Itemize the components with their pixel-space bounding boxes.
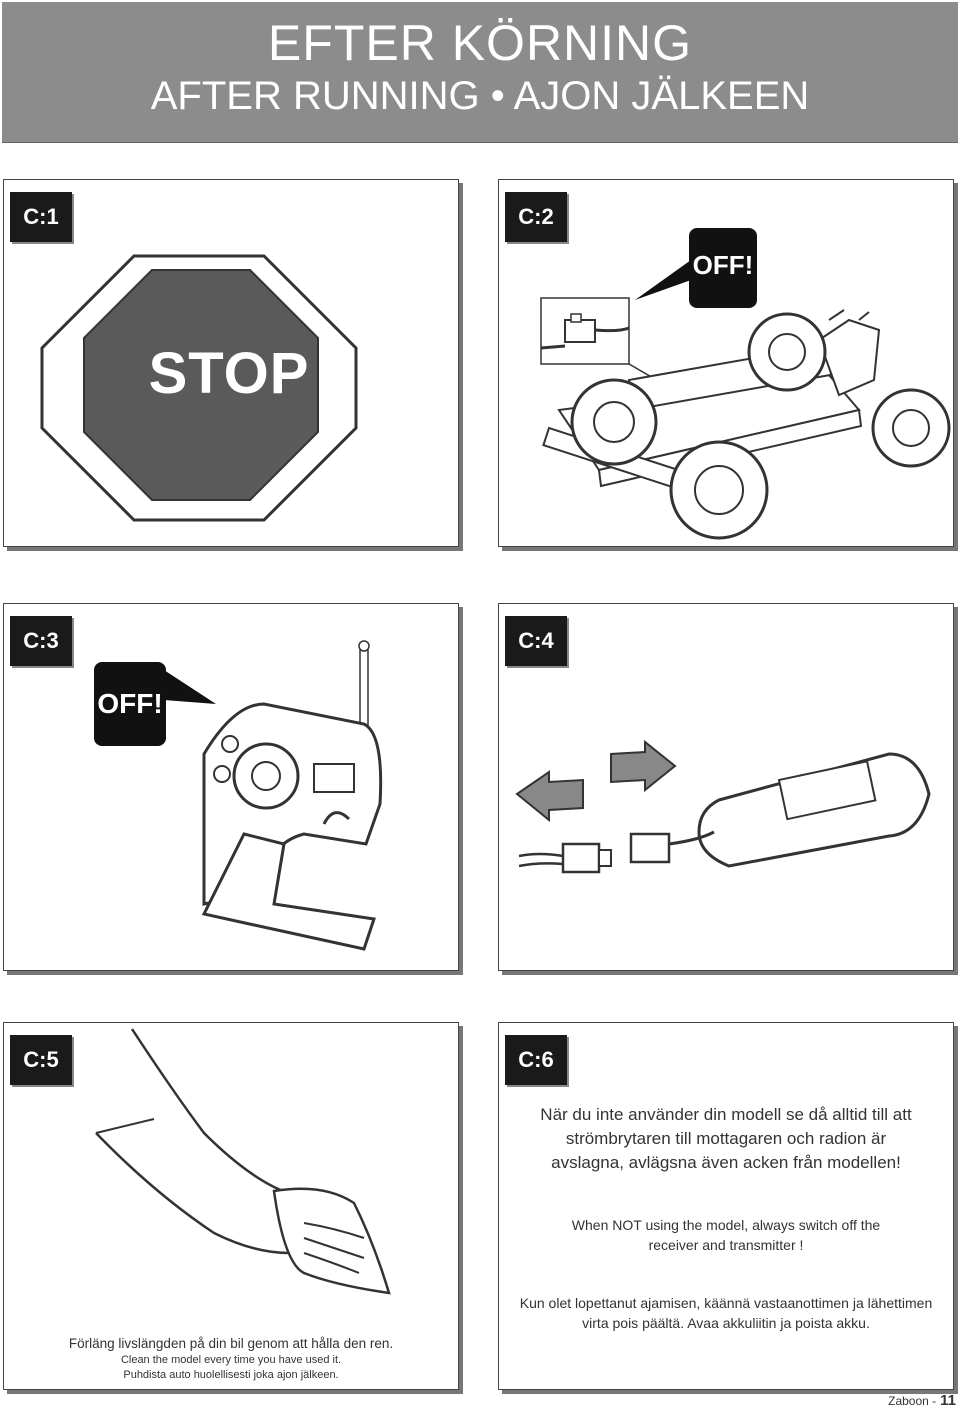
stop-sign-illustration (40, 254, 358, 522)
footer-brand: Zaboon - (888, 1394, 937, 1408)
step-label: C:4 (505, 616, 567, 666)
instruction-en: When NOT using the model, always switch … (571, 1217, 881, 1253)
panel-c5-caption: Förläng livslängden på din bil genom att… (4, 1335, 458, 1383)
title-line-2: AFTER RUNNING • AJON JÄLKEEN (150, 74, 810, 118)
cleaning-hand-illustration (95, 1028, 391, 1295)
stop-sign-text: STOP (148, 341, 310, 406)
panel-c1: C:1 STOP (3, 179, 459, 547)
off-callout-text: OFF! (97, 688, 163, 719)
title-banner: EFTER KÖRNING AFTER RUNNING • AJON JÄLKE… (2, 2, 958, 143)
battery-disconnect-illustration (515, 739, 931, 874)
page-number: 11 (940, 1392, 956, 1409)
panel-c3: C:3 OFF! (3, 603, 459, 971)
title-line-1: EFTER KÖRNING (267, 15, 693, 71)
rc-car-illustration (540, 228, 951, 540)
off-callout-text: OFF! (692, 250, 754, 280)
instruction-sv: När du inte använder din modell se då al… (540, 1105, 912, 1172)
step-label: C:1 (10, 192, 72, 242)
caption-sv: Förläng livslängden på din bil genom att… (68, 1336, 394, 1351)
caption-fi: Puhdista auto huolellisesti joka ajon jä… (123, 1369, 339, 1381)
caption-en: Clean the model every time you have used… (120, 1354, 342, 1366)
panel-c5: C:5 Förläng livslängden på din bil genom… (3, 1022, 459, 1390)
page-footer: Zaboon -11 (888, 1392, 956, 1409)
instruction-fi: Kun olet lopettanut ajamisen, käännä vas… (519, 1295, 933, 1331)
panel-c4: C:4 (498, 603, 954, 971)
step-label: C:3 (10, 616, 72, 666)
step-label: C:6 (505, 1035, 567, 1085)
step-label: C:2 (505, 192, 567, 242)
transmitter-illustration (94, 640, 383, 951)
panel-c2: C:2 OFF! (498, 179, 954, 547)
step-label: C:5 (10, 1035, 72, 1085)
panel-c6: C:6 När du inte använder din modell se d… (498, 1022, 954, 1390)
